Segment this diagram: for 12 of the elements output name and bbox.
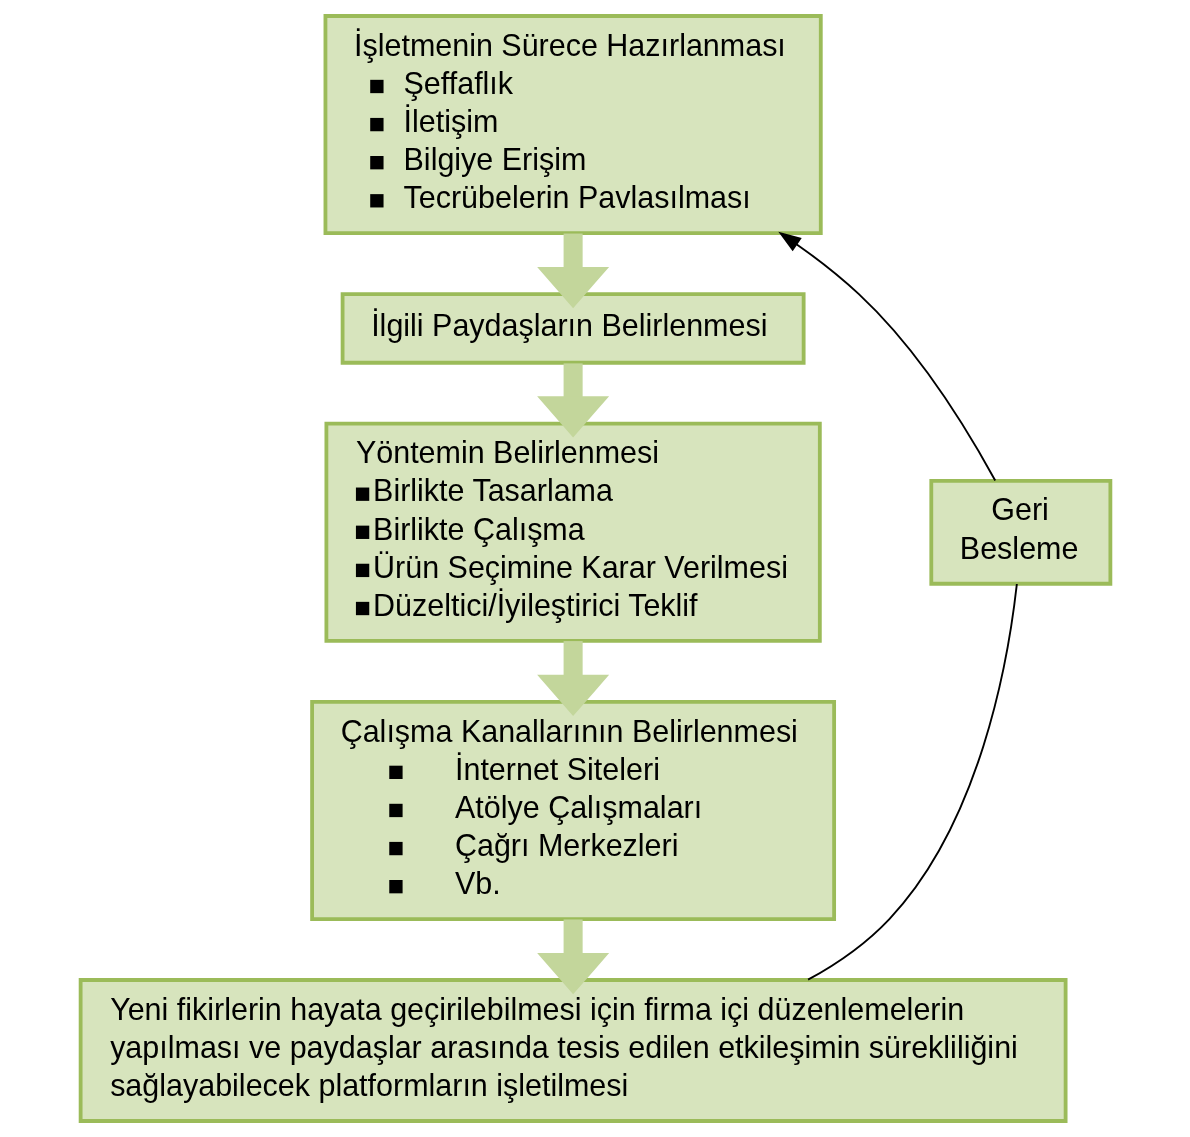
node-box: İşletmenin Sürece Hazırlanması Şeffaflık İletişim Bilgiye Erişim Tecrübelerin Pavlasılması (323, 14, 823, 236)
node-box: Yöntemin Belirlenmesi Birlikte Tasarlama Birlikte Çalışma Ürün Seçimine Karar Verilmesi Düzeltici/İyileştirici Teklif (324, 421, 822, 643)
arrow (536, 363, 609, 438)
arrow (536, 233, 609, 309)
node-box: Çalışma Kanallarının Belirlenmesi İnternet Siteleri Atölye Çalışmaları Çağrı Merkezleri Vb. (309, 699, 836, 921)
node-box: Yeni fikirlerin hayata geçirilebilmesi için firma içi düzenlemelerin yapılması ve paydaşlar arasında tesis edilen etkileşimin sürekliliğini sağlayabilecek platformların işletilmesi (78, 978, 1067, 1123)
node-box: İlgili Paydaşların Belirlenmesi (340, 292, 806, 365)
node-box: Geri Besleme (928, 478, 1112, 586)
connector (806, 583, 1018, 981)
arrow (536, 919, 609, 995)
arrow (536, 641, 609, 716)
arrow (777, 231, 996, 482)
